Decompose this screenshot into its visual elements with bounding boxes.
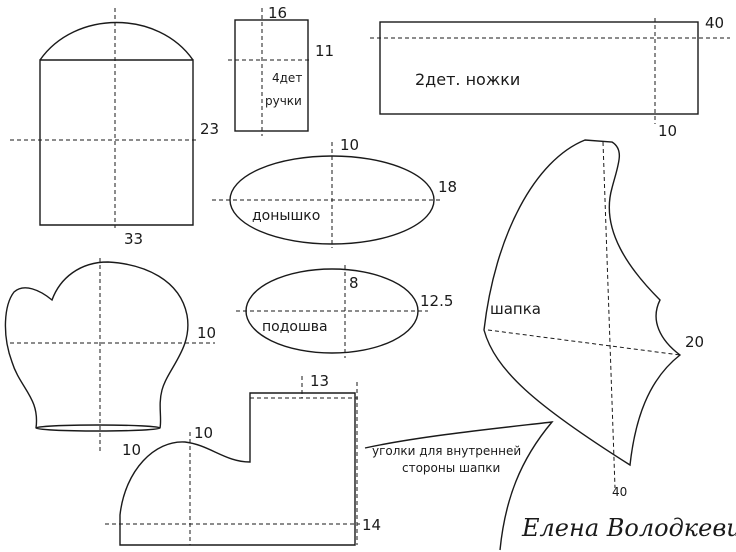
corners-label-line-1: уголки для внутренней	[372, 444, 521, 458]
boot-width-label: 10	[194, 424, 213, 442]
handles-height-label: 11	[315, 42, 334, 60]
legs-height-label: 10	[658, 122, 677, 140]
sole-width-label: 12.5	[420, 292, 453, 310]
handles-piece: 16 11 4дет ручки	[228, 4, 334, 136]
mitten-cuff	[35, 424, 161, 432]
bottom-piece: 10 18 донышко	[212, 136, 457, 248]
body-height-label: 23	[200, 120, 219, 138]
handles-outline	[234, 19, 309, 132]
boot-top-label: 13	[310, 372, 329, 390]
body-piece: 23 33	[10, 8, 219, 248]
hat-width-label: 20	[685, 333, 704, 351]
hat-name-label: шапка	[490, 300, 541, 318]
mitten-piece: 10 10	[4, 258, 216, 459]
legs-piece: 40 10 2дет. ножки	[370, 14, 730, 140]
handles-count-label: 4дет	[272, 71, 302, 85]
bottom-name-label: донышко	[252, 208, 320, 224]
legs-name-label: 2дет. ножки	[415, 70, 520, 89]
handles-width-label: 16	[268, 4, 287, 22]
boot-outline	[119, 392, 356, 546]
corners-outline	[364, 421, 554, 551]
sole-piece: 8 12.5 подошва	[236, 265, 453, 358]
body-width-label: 33	[124, 230, 143, 248]
sole-name-label: подошва	[262, 319, 328, 335]
mitten-width-label: 10	[197, 324, 216, 342]
boot-height-label: 14	[362, 516, 381, 534]
author-signature: Елена Володкевич	[521, 514, 736, 542]
hat-height-line	[602, 141, 616, 489]
hat-width-line	[487, 329, 681, 356]
corners-piece: уголки для внутренней стороны шапки	[364, 421, 554, 551]
handles-name-label: ручки	[265, 94, 302, 108]
legs-outline	[379, 21, 699, 115]
legs-width-label: 40	[705, 14, 724, 32]
boot-piece: 13 10 14	[105, 372, 381, 546]
hat-height-label: 40	[612, 485, 627, 499]
body-outline	[39, 21, 194, 226]
hat-outline	[483, 139, 682, 467]
mitten-outline	[4, 261, 189, 429]
corners-label-line-2: стороны шапки	[402, 461, 500, 475]
hat-piece: 20 40 шапка	[483, 139, 704, 499]
sole-height-label: 8	[349, 274, 359, 292]
bottom-height-label: 10	[340, 136, 359, 154]
bottom-width-label: 18	[438, 178, 457, 196]
mitten-height-label: 10	[122, 441, 141, 459]
